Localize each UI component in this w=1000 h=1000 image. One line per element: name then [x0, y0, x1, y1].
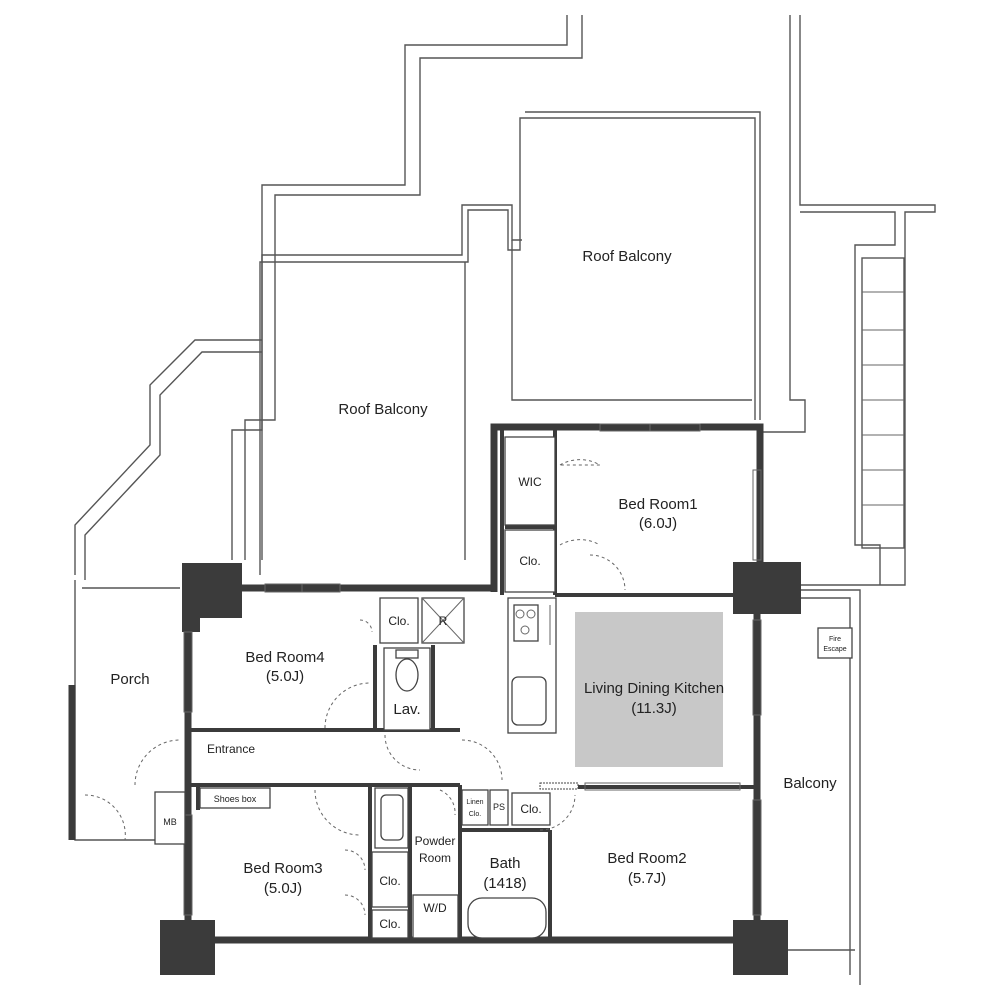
- linen-label-1: Linen: [466, 799, 483, 806]
- clo-bed1-label: Clo.: [519, 554, 540, 568]
- bedroom2-size: (5.7J): [628, 870, 666, 887]
- wd-label: W/D: [423, 901, 447, 915]
- powder-room-label-1: Powder: [415, 834, 456, 848]
- clo-bed2-label: Clo.: [520, 802, 541, 816]
- linen-label-2: Clo.: [469, 811, 482, 818]
- fire-escape-hatch: [817, 627, 853, 659]
- shoes-box-label: Shoes box: [214, 794, 257, 804]
- ps-box: [489, 789, 509, 826]
- bath-name: Bath: [490, 855, 521, 872]
- fire-escape-label-1: Fire: [829, 636, 841, 643]
- bedroom4-size: (5.0J): [266, 668, 304, 685]
- room-labels: Roof Balcony Roof Balcony WIC Bed Room1 …: [110, 248, 846, 931]
- ps-label: PS: [493, 802, 505, 812]
- bedroom3-name: Bed Room3: [243, 860, 322, 877]
- kitchen-sink: [511, 676, 547, 726]
- ldk-floor-highlight: [575, 612, 723, 767]
- powder-room-label-2: Room: [419, 851, 451, 865]
- fixtures: [154, 436, 853, 939]
- mb-label: MB: [163, 817, 177, 827]
- balcony-label: Balcony: [783, 775, 837, 792]
- door-swings: [84, 459, 626, 916]
- shoes-box-rect: [199, 787, 271, 809]
- mb-box: [154, 791, 186, 845]
- wic-label: WIC: [518, 475, 542, 489]
- bedroom3-size: (5.0J): [264, 880, 302, 897]
- roof-balcony-label-right: Roof Balcony: [582, 248, 672, 265]
- clo-bed2-box: [511, 792, 551, 826]
- ldk-name: Living Dining Kitchen: [584, 680, 724, 697]
- clo-bed4-box: [379, 597, 419, 644]
- bedroom4-name: Bed Room4: [245, 649, 324, 666]
- refrigerator-label: R: [439, 614, 448, 628]
- entrance-label: Entrance: [207, 742, 255, 756]
- ldk-size: (11.3J): [631, 700, 677, 717]
- lav-label: Lav.: [393, 701, 420, 718]
- clo-bed3b-box: [371, 909, 409, 939]
- clo-bed3b-label: Clo.: [379, 917, 400, 931]
- clo-bed1-box: [504, 529, 556, 593]
- wd-box: [412, 894, 459, 939]
- windows: [183, 423, 762, 916]
- walls: [68, 423, 801, 975]
- wic-box: [504, 436, 556, 526]
- clo-bed4-label: Clo.: [388, 614, 409, 628]
- bath-size: (1418): [483, 875, 526, 892]
- porch-label: Porch: [110, 671, 149, 688]
- step-lines: [862, 291, 904, 506]
- clo-bed3a-box: [371, 851, 409, 908]
- clo-bed3a-label: Clo.: [379, 874, 400, 888]
- bathtub: [467, 897, 547, 939]
- fire-escape-label-2: Escape: [823, 646, 846, 653]
- bedroom2-name: Bed Room2: [607, 850, 686, 867]
- bedroom1-name: Bed Room1: [618, 496, 697, 513]
- roof-balcony-label-left: Roof Balcony: [338, 401, 428, 418]
- linen-box: [461, 789, 489, 826]
- bedroom1-size: (6.0J): [639, 515, 677, 532]
